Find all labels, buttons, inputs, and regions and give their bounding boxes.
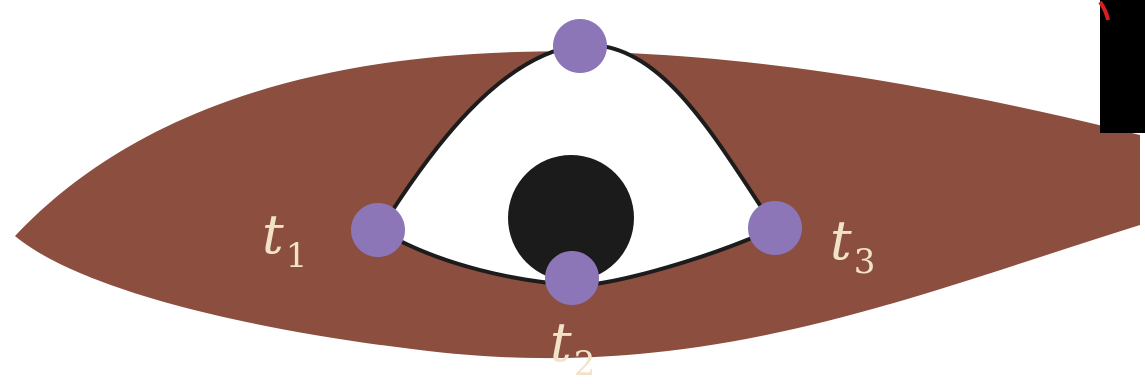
control-point-t2[interactable] bbox=[545, 251, 599, 305]
label-t2-subscript: 2 bbox=[574, 344, 596, 384]
label-t2-main: t bbox=[550, 311, 572, 374]
label-t3-main: t bbox=[830, 209, 852, 272]
label-t3: t3 bbox=[830, 214, 875, 268]
label-t3-subscript: 3 bbox=[854, 242, 876, 282]
label-t2: t2 bbox=[550, 316, 595, 370]
label-t1-main: t bbox=[262, 203, 284, 266]
label-t1-subscript: 1 bbox=[286, 236, 308, 276]
control-point-t3[interactable] bbox=[748, 201, 802, 255]
label-t1: t1 bbox=[262, 208, 307, 262]
control-point-top[interactable] bbox=[553, 19, 607, 73]
control-point-t1[interactable] bbox=[351, 203, 405, 257]
